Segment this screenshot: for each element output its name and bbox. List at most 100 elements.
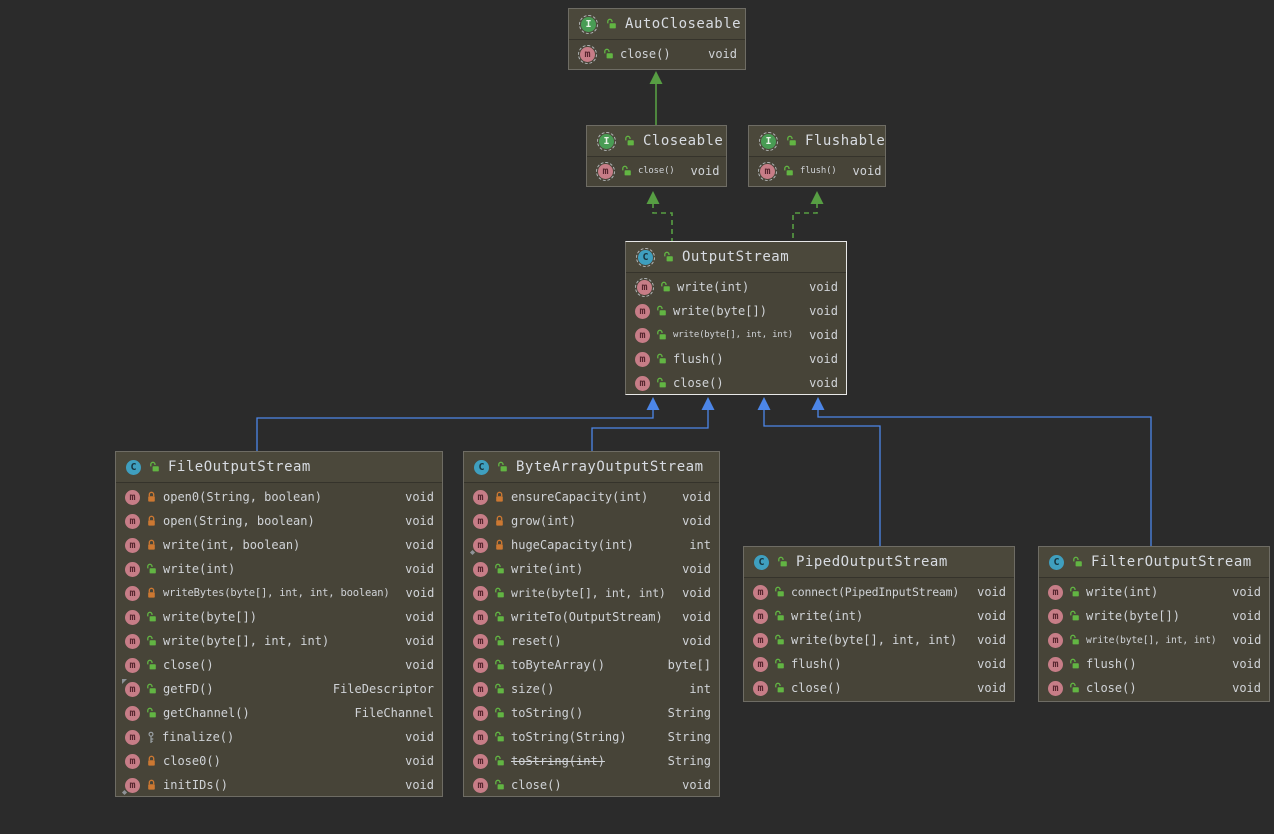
method-icon: m [635,351,650,367]
method-name: write(byte[]) [163,610,257,624]
method-name: flush() [673,352,724,366]
method-icon-wrap: m [125,513,140,529]
visibility-public-icon [1069,586,1080,598]
method-name: open(String, boolean) [163,514,315,528]
method-name: write(byte[], int, int) [1086,634,1217,646]
method-icon: m [125,537,140,553]
method-icon-wrap: m [121,777,140,795]
arrowhead-autocloseable [649,71,663,84]
method-name: flush() [800,166,837,176]
abstract-ring: m [578,44,597,64]
method-icon-wrap: m [1048,608,1063,624]
edge-extends-bytearrayoutputstream-to-outputstream [591,409,709,451]
method-icon-wrap: m [758,161,777,181]
method-icon-wrap: m [596,161,615,181]
method-icon: m [753,584,768,600]
static-gear-icon [121,789,128,796]
visibility-public-icon [146,659,157,671]
method-return-type: void [682,778,711,792]
method-return-type: void [682,610,711,624]
class-icon: C [126,459,141,475]
method-return-type: void [682,490,711,504]
method-name: flush() [1086,657,1137,671]
method-icon-wrap: m [473,585,488,601]
class-header[interactable]: C FileOutputStream [116,452,442,483]
abstract-ring: m [596,161,615,181]
method-return-type: int [689,538,711,552]
method-name: close() [620,47,671,61]
edge-implements-outputstream-to-closeable [652,203,673,241]
method-icon: m [473,705,488,721]
method-icon-wrap: m [125,729,140,745]
method-name: write(byte[]) [673,304,767,318]
method-icon: m [1048,680,1063,696]
class-title: FileOutputStream [168,459,311,475]
visibility-public-icon [494,683,505,695]
method-return-type: void [977,633,1006,647]
method-icon: m [473,633,488,649]
